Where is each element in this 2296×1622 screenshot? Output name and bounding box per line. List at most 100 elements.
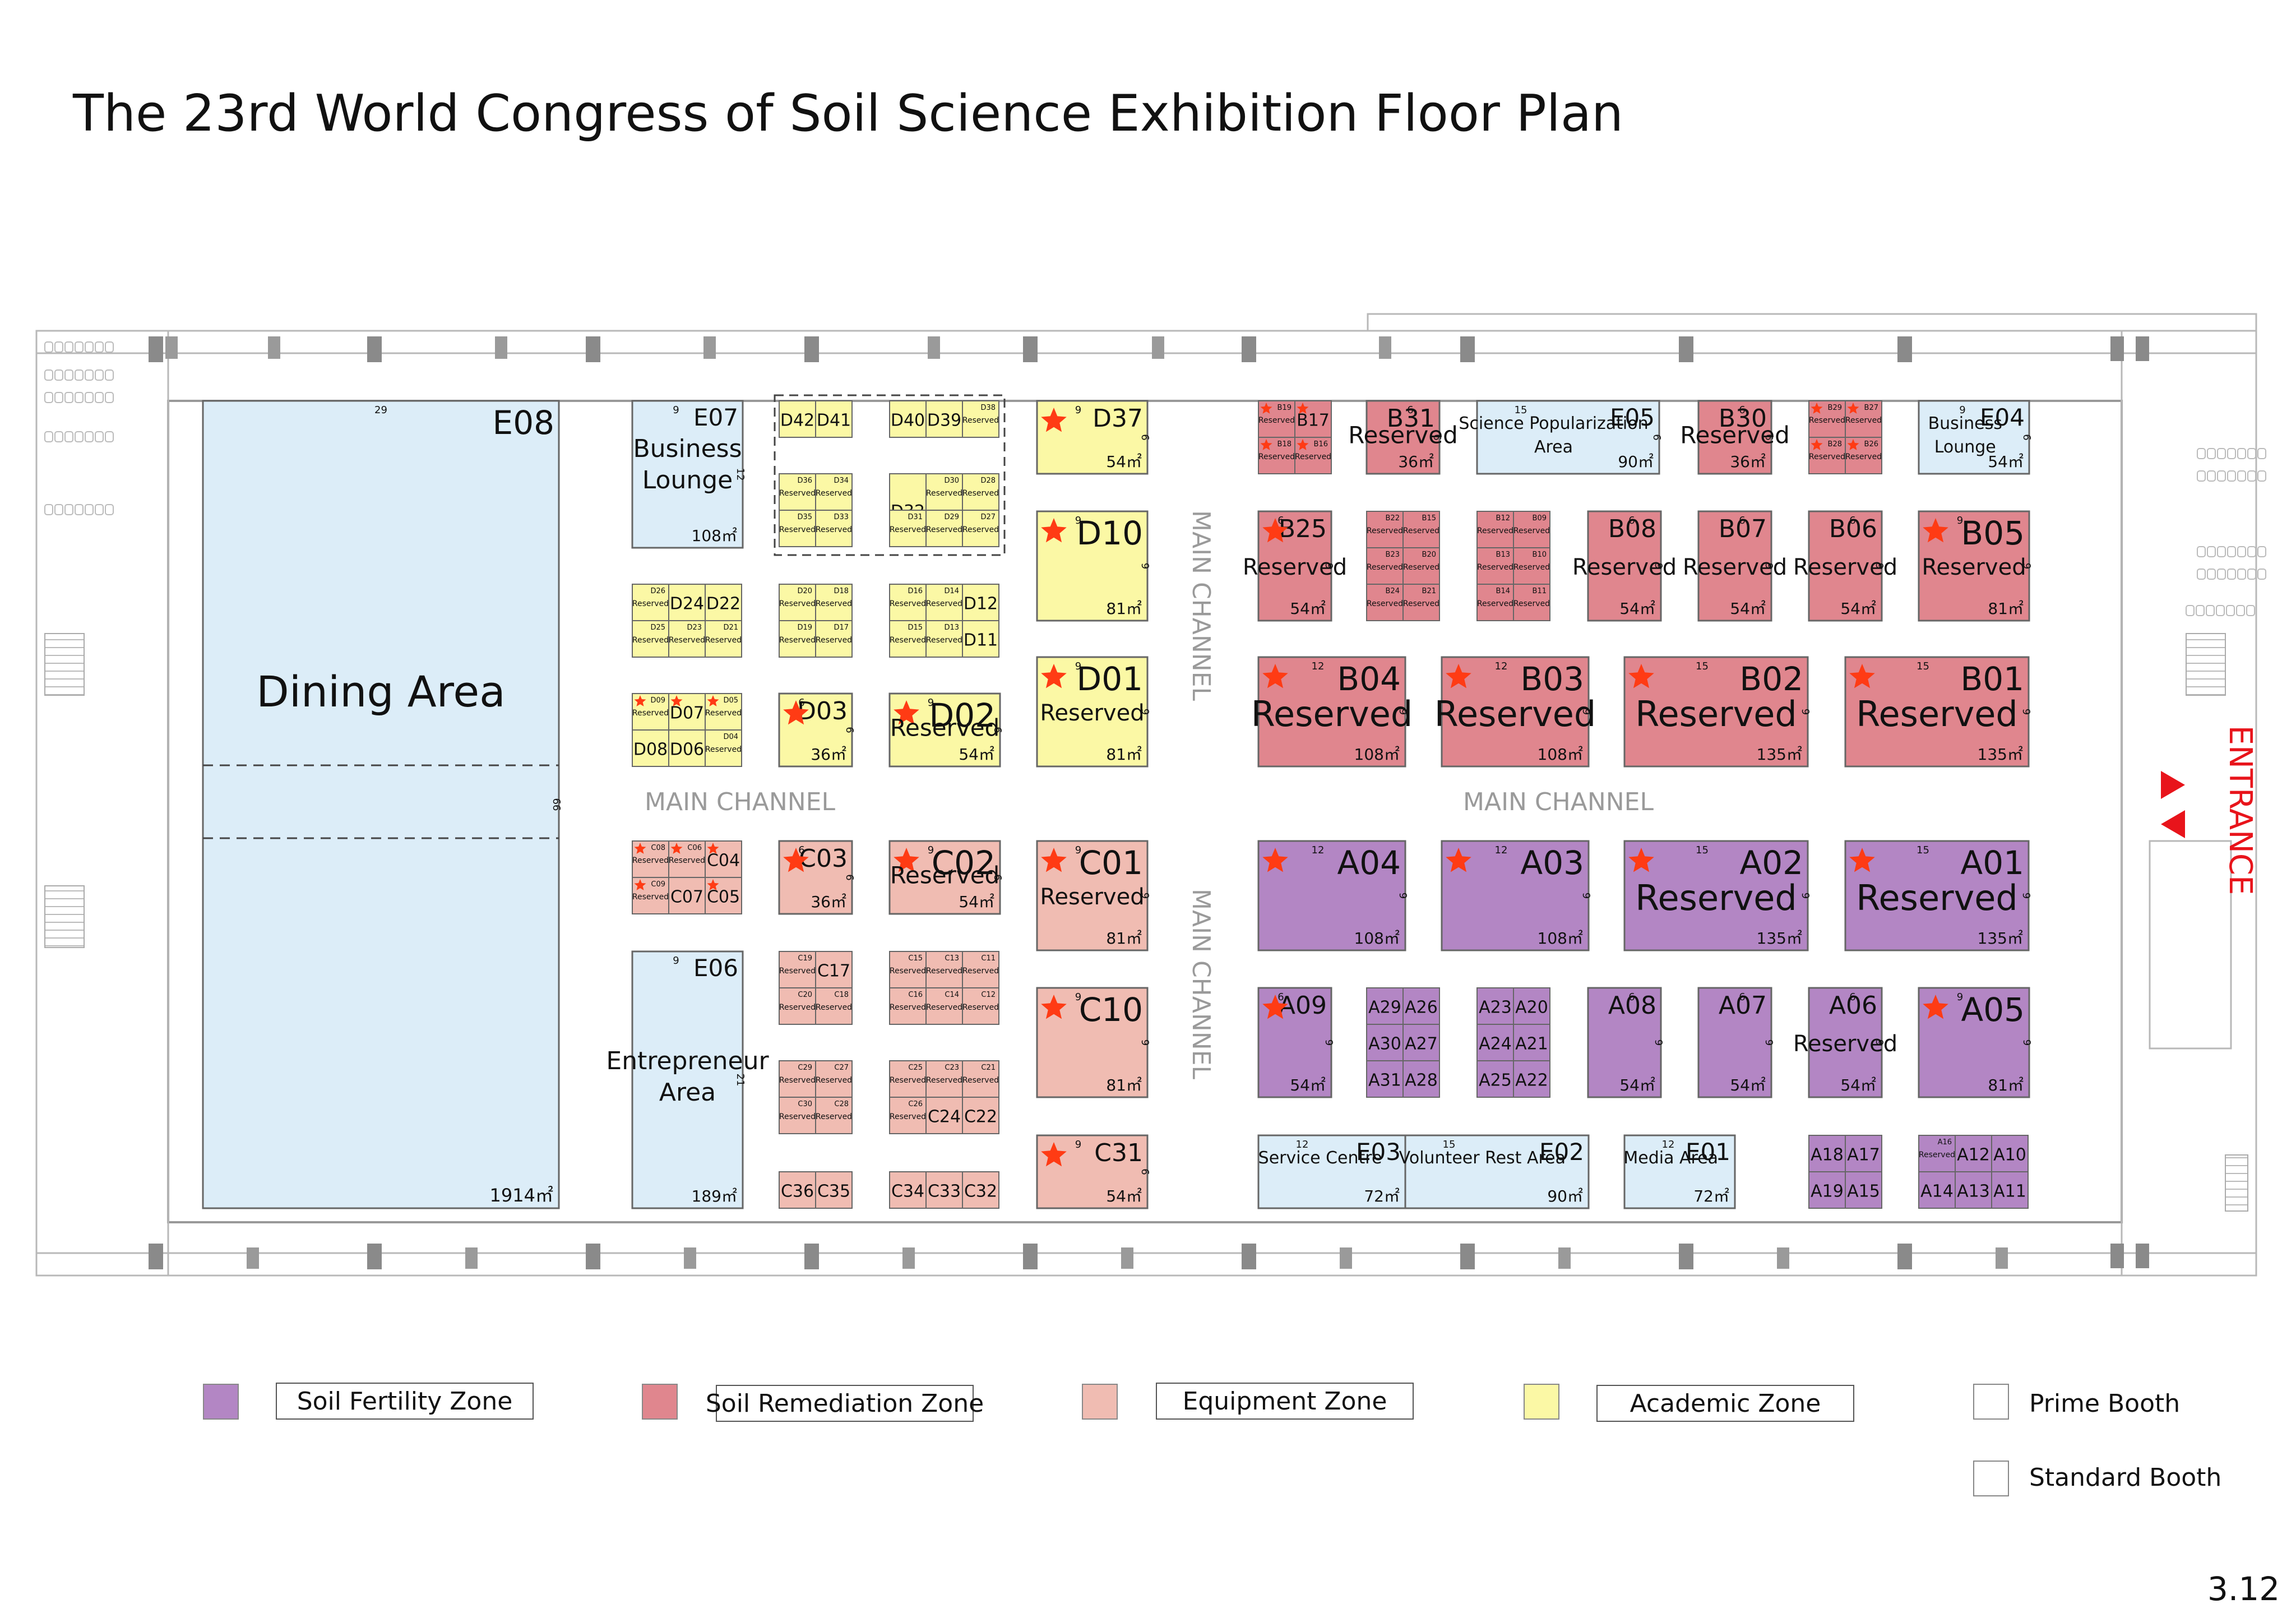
booth-d39[interactable]: D39	[925, 400, 963, 438]
booth-a15[interactable]: A15	[1845, 1171, 1882, 1209]
booth-d07[interactable]: D07	[668, 693, 706, 731]
booth-a10[interactable]: A10	[1991, 1135, 2029, 1172]
booth-a28[interactable]: A28	[1402, 1060, 1440, 1098]
booth-c35[interactable]: C35	[815, 1171, 853, 1209]
booth-c34[interactable]: C34	[889, 1171, 927, 1209]
booth-a20[interactable]: A20	[1513, 987, 1550, 1025]
booth-a26[interactable]: A26	[1402, 987, 1440, 1025]
booth-a29[interactable]: A29	[1366, 987, 1404, 1025]
booth-a17[interactable]: A17	[1845, 1135, 1882, 1172]
booth-a18[interactable]: A18	[1808, 1135, 1846, 1172]
booth-d24[interactable]: D24	[668, 584, 706, 621]
booth-a30[interactable]: A30	[1366, 1024, 1404, 1061]
booth-c17[interactable]: C17	[815, 951, 853, 988]
booth-a27[interactable]: A27	[1402, 1024, 1440, 1061]
booth-d11[interactable]: D11	[962, 620, 999, 658]
booth-a19[interactable]: A19	[1808, 1171, 1846, 1209]
booth-c07[interactable]: C07	[668, 877, 706, 914]
booth-a13[interactable]: A13	[1955, 1171, 1992, 1209]
booth-a21[interactable]: A21	[1513, 1024, 1550, 1061]
booth-c24[interactable]: C24	[925, 1097, 963, 1134]
booth-a23[interactable]: A23	[1476, 987, 1514, 1025]
booth-a14[interactable]: A14	[1918, 1171, 1956, 1209]
booth-c32[interactable]: C32	[962, 1171, 999, 1209]
booth-d40[interactable]: D40	[889, 400, 927, 438]
booth-a25[interactable]: A25	[1476, 1060, 1514, 1098]
booth-c33[interactable]: C33	[925, 1171, 963, 1209]
booth-a11[interactable]: A11	[1991, 1171, 2029, 1209]
